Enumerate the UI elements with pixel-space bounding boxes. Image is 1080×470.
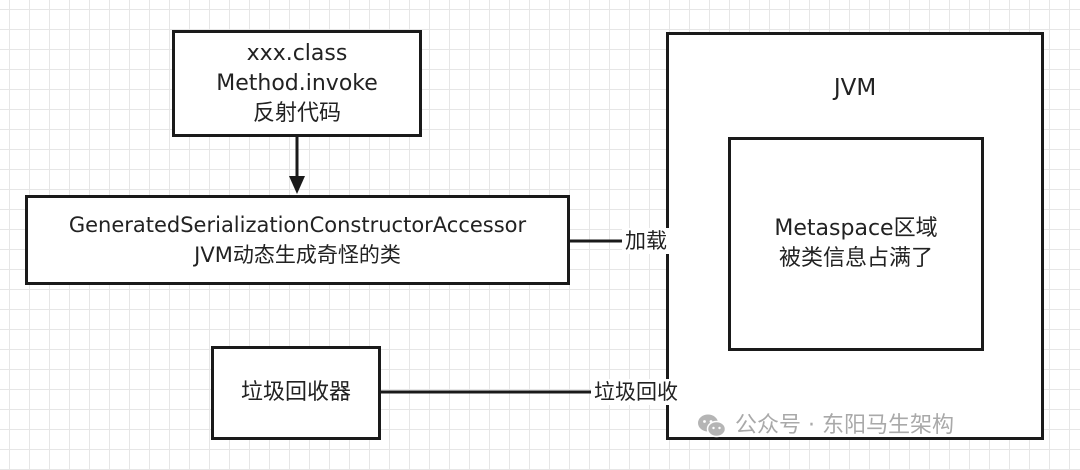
class-line-3: 反射代码 bbox=[252, 100, 341, 126]
metaspace-box: Metaspace区域 被类信息占满了 bbox=[728, 137, 984, 351]
gc-edge-label: 垃圾回收 bbox=[591, 379, 681, 405]
arrow-class-to-accessor bbox=[289, 137, 305, 194]
metaspace-line-1: Metaspace区域 bbox=[774, 216, 938, 241]
garbage-collector-box: 垃圾回收器 bbox=[211, 346, 381, 440]
generated-accessor-box: GeneratedSerializationConstructorAccesso… bbox=[25, 195, 570, 285]
accessor-line-1: GeneratedSerializationConstructorAccesso… bbox=[68, 213, 527, 237]
jvm-label: JVM bbox=[833, 75, 877, 101]
gc-box-label: 垃圾回收器 bbox=[240, 380, 351, 405]
watermark-text: 公众号 · 东阳马生架构 bbox=[735, 413, 954, 438]
wechat-icon bbox=[698, 414, 727, 438]
load-edge-label: 加载 bbox=[622, 228, 670, 254]
metaspace-line-2: 被类信息占满了 bbox=[778, 246, 933, 271]
accessor-line-2: JVM动态生成奇怪的类 bbox=[194, 243, 401, 267]
class-line-2: Method.invoke bbox=[216, 70, 378, 96]
class-line-1: xxx.class bbox=[246, 40, 348, 66]
watermark: 公众号 · 东阳马生架构 bbox=[697, 411, 954, 441]
reflection-class-box: xxx.class Method.invoke 反射代码 bbox=[172, 30, 422, 137]
